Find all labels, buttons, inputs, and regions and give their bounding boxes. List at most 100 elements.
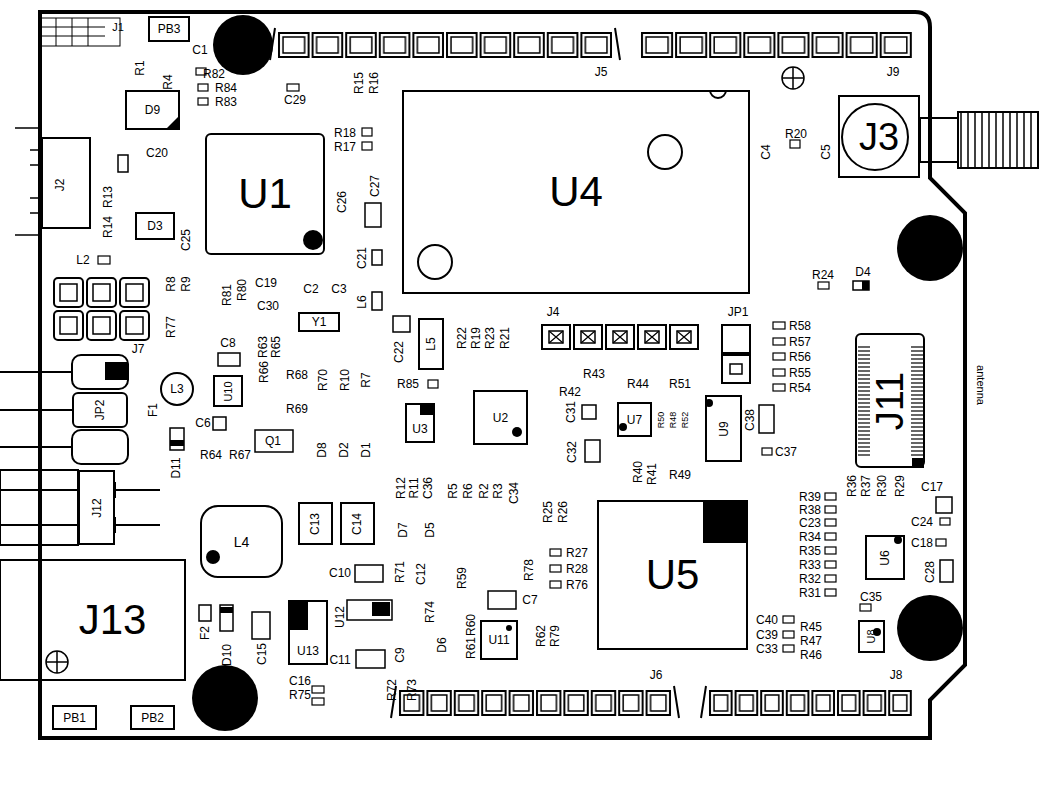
part-label: R49	[669, 469, 691, 481]
pin1-mark	[506, 625, 512, 631]
part-label: R66	[258, 361, 270, 383]
part-label: R56	[789, 351, 811, 363]
resistor-pad	[825, 493, 836, 500]
part-label: C18	[911, 537, 933, 549]
reference-designator: J13	[79, 599, 147, 641]
part-label: D11	[170, 457, 182, 478]
sma-connector	[842, 104, 908, 170]
resistor-pad	[773, 338, 785, 345]
reference-designator: C14	[351, 512, 363, 534]
part-label: C2	[303, 283, 318, 295]
resistor-pads	[98, 68, 950, 705]
part-label: R83	[215, 96, 237, 108]
part-label: D6	[436, 637, 448, 652]
pin-header	[640, 30, 913, 60]
part-label: J2	[54, 179, 66, 192]
resistor-pad	[362, 128, 372, 136]
part-label: C5	[820, 144, 832, 159]
component-outline: J11	[855, 333, 925, 468]
component-outline: J13	[40, 560, 185, 680]
part-label: C38	[744, 409, 756, 431]
component-outline: L4	[200, 505, 283, 578]
part-label: L2	[76, 254, 89, 266]
reference-designator: PB1	[63, 712, 86, 724]
part-label: R33	[799, 559, 821, 571]
part-label: C25	[180, 229, 192, 251]
part-label: C37	[775, 446, 797, 458]
polarity-mark	[46, 651, 68, 673]
reference-designator: U6	[879, 550, 891, 565]
part-label: R17	[334, 141, 356, 153]
resistor-pad	[825, 547, 836, 554]
fuse-symbol	[199, 605, 211, 621]
component-outline: D9	[125, 90, 180, 130]
polarity-mark	[782, 67, 804, 89]
capacitor-symbol	[218, 353, 240, 366]
component-outline: U7	[617, 402, 652, 437]
usb-connector	[42, 138, 90, 228]
part-label: R22	[456, 327, 468, 349]
resistor-pad	[198, 84, 208, 91]
diode-symbol	[220, 605, 233, 631]
capacitor-symbol	[252, 612, 270, 639]
part-label: C28	[924, 561, 936, 583]
part-label: R14	[102, 216, 114, 238]
capacitor-symbol	[393, 316, 410, 332]
component-outline: Y1	[298, 312, 340, 332]
inductor-symbol	[372, 292, 382, 310]
part-label: R51	[669, 378, 691, 390]
resistor-pad	[825, 533, 836, 540]
part-label: C32	[566, 441, 578, 463]
reference-designator: U7	[627, 414, 642, 426]
resistor-pad	[773, 353, 785, 360]
resistor-pad	[790, 140, 800, 148]
part-label: R47	[800, 635, 822, 647]
part-label: R85	[397, 378, 419, 390]
part-label: JP1	[728, 306, 749, 318]
capacitor-pad	[783, 645, 794, 652]
capacitor-symbol	[940, 560, 953, 582]
part-label: R27	[566, 547, 588, 559]
component-outline: U9	[705, 395, 742, 462]
part-label: D5	[424, 522, 436, 537]
part-label: R30	[876, 475, 888, 497]
resistor-pad	[312, 698, 324, 705]
pin1-mark	[165, 115, 180, 130]
pin1-mark	[290, 602, 308, 630]
reference-designator: J11	[871, 371, 909, 429]
part-label: C3	[331, 283, 346, 295]
capacitor-symbol	[372, 250, 382, 265]
resistor-pad	[362, 142, 372, 150]
part-label: R5	[447, 483, 459, 498]
jumper-pin	[72, 355, 128, 389]
capacitor-pad	[860, 604, 871, 611]
inductor-pad	[98, 256, 110, 264]
part-label: C17	[921, 481, 943, 493]
module-hole	[648, 135, 682, 169]
part-label: R15	[353, 72, 365, 94]
part-label: R26	[557, 501, 569, 523]
reference-designator: Y1	[312, 316, 327, 328]
led-symbol	[853, 281, 869, 290]
reference-designator: L5	[425, 337, 437, 350]
part-label: R42	[559, 386, 581, 398]
part-label: C10	[329, 567, 351, 579]
connector-pins	[911, 345, 923, 457]
pin1-mark	[206, 550, 220, 564]
part-label: R61	[465, 637, 477, 659]
resistor-symbol	[118, 155, 128, 172]
reference-designator: U5	[646, 554, 700, 596]
reference-designator: U4	[549, 171, 603, 213]
part-label: C39	[756, 629, 778, 641]
capacitor-pad	[936, 539, 946, 546]
diode-symbol	[220, 607, 233, 613]
reference-designator: D3	[147, 220, 162, 232]
part-label: J9	[887, 66, 900, 78]
part-label: F1	[147, 403, 159, 417]
component-outline: U13	[288, 600, 328, 665]
part-label: R4	[162, 74, 174, 89]
regulator-outline	[347, 600, 392, 620]
part-label: C29	[284, 94, 306, 106]
part-label: C9	[394, 647, 406, 662]
capacitor-pad	[762, 448, 772, 455]
